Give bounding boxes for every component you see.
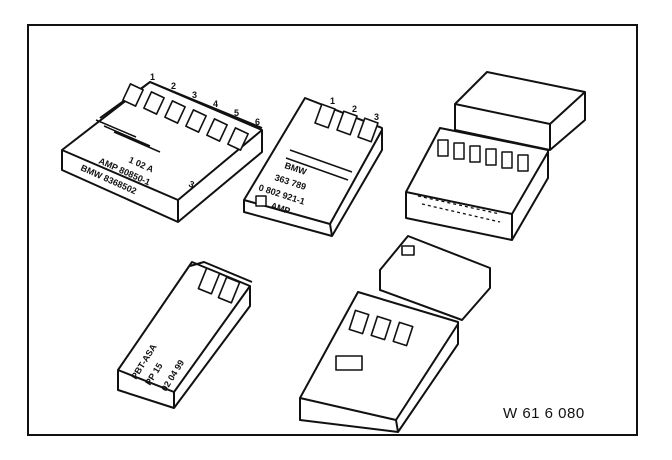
connector-wide [299, 235, 491, 433]
figure-border [27, 24, 638, 436]
connector-coded [117, 261, 253, 409]
connector-capped [405, 71, 586, 241]
pin-number-1: 1 [150, 72, 155, 82]
pin-number-2: 2 [352, 104, 357, 114]
label-line: 3 [187, 179, 196, 190]
connector-6-pin [61, 81, 263, 223]
pin-number-4: 4 [213, 99, 218, 109]
figure-code: W 61 6 080 [503, 405, 585, 422]
pin-number-2: 2 [171, 81, 176, 91]
pin-number-3: 3 [374, 112, 379, 122]
pin-number-3: 3 [192, 90, 197, 100]
pin-number-5: 5 [234, 108, 239, 118]
connector-3-pin [243, 97, 383, 237]
pin-number-6: 6 [255, 117, 260, 127]
pin-number-1: 1 [330, 96, 335, 106]
